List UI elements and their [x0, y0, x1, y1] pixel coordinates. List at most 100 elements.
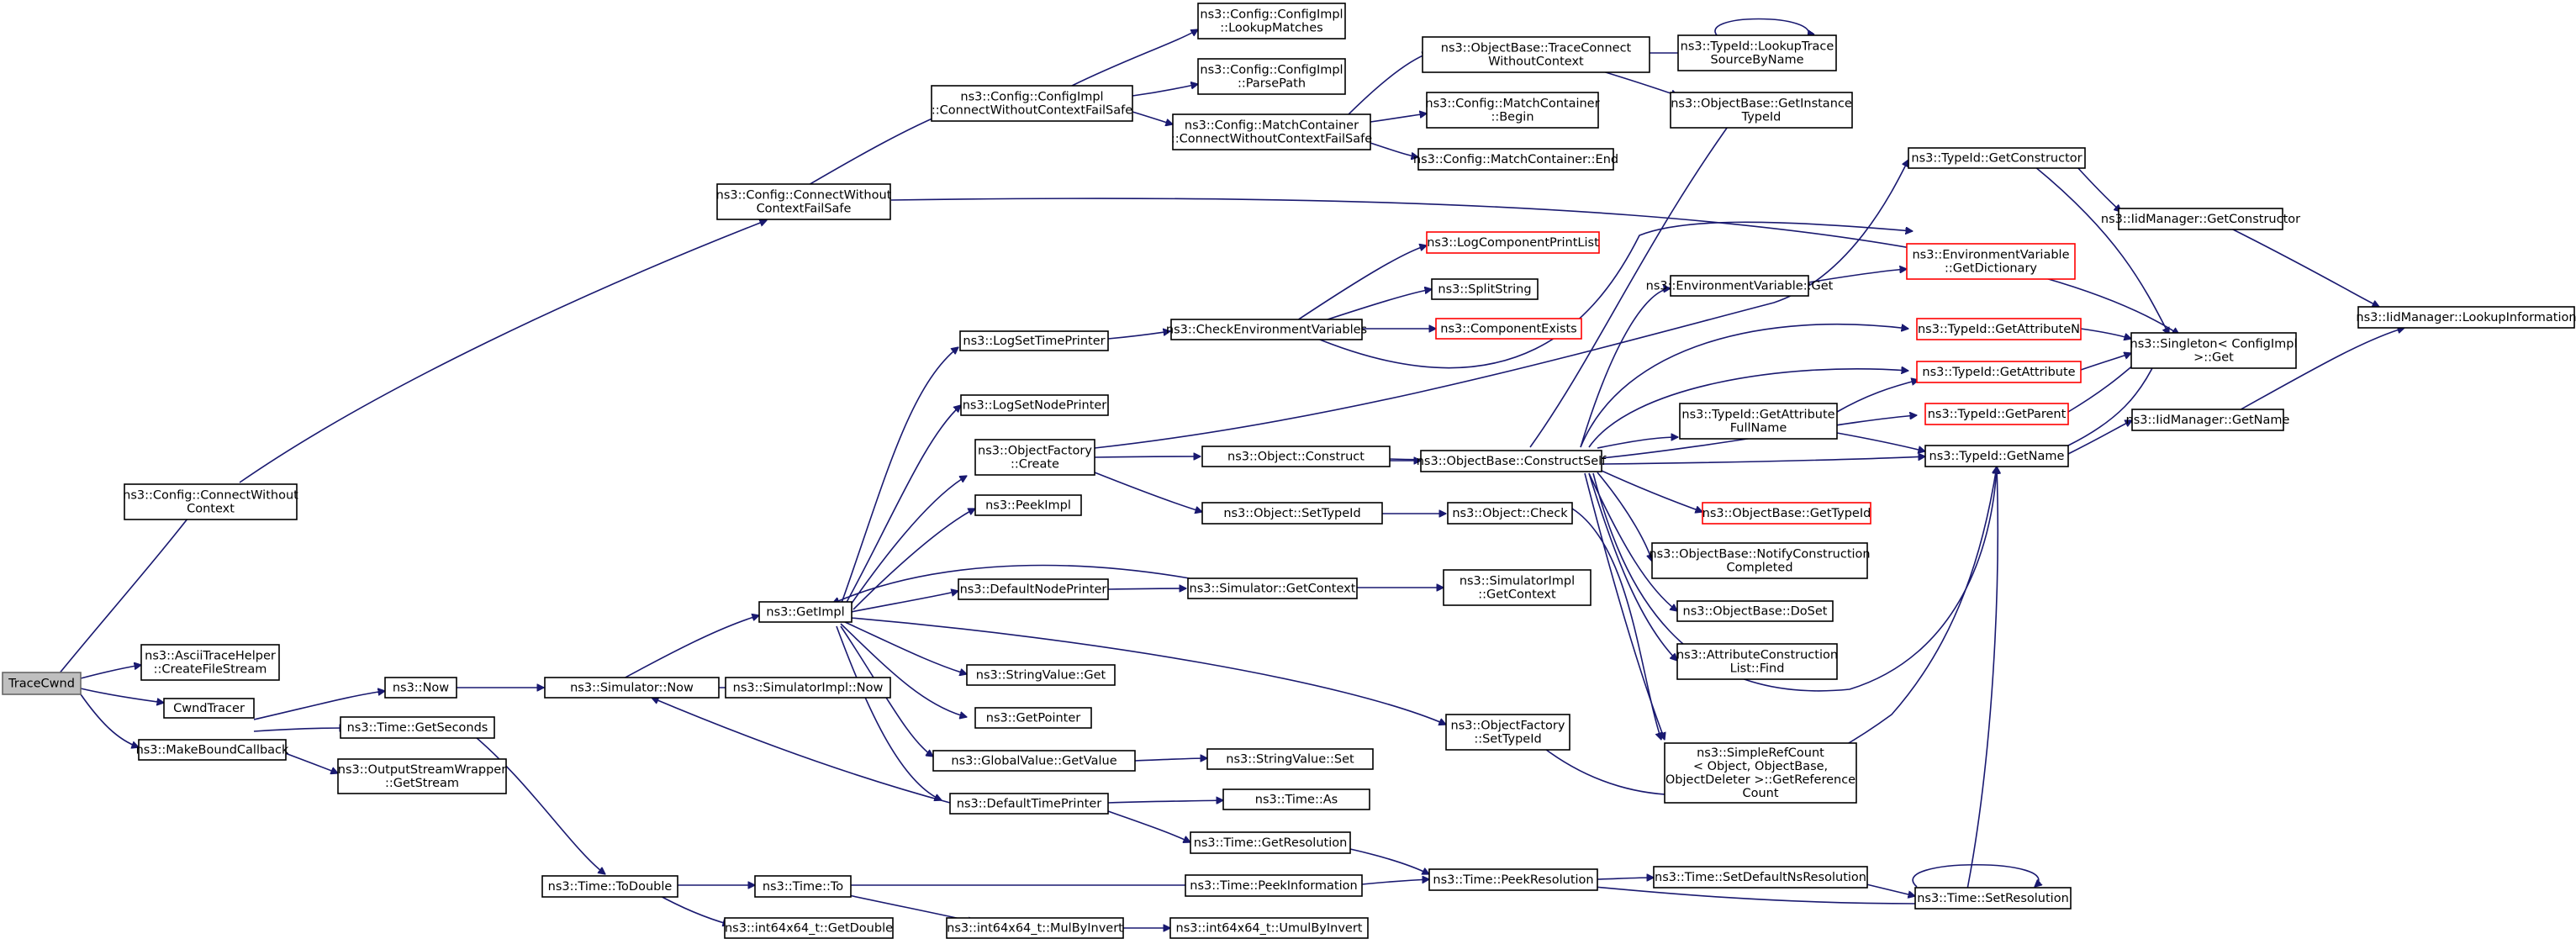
edge: [1597, 437, 1678, 449]
edge: [80, 688, 164, 703]
node-simpleRefCountGetRef[interactable]: ns3::SimpleRefCount< Object, ObjectBase,…: [1664, 742, 1857, 804]
node-label: ns3::DefaultTimePrinter: [957, 798, 1101, 811]
node-stringValueGet[interactable]: ns3::StringValue::Get: [966, 664, 1116, 686]
node-matchContainerBegin[interactable]: ns3::Config::MatchContainer::Begin: [1425, 92, 1600, 129]
node-timePeekInformation[interactable]: ns3::Time::PeekInformation: [1185, 874, 1363, 897]
edge: [890, 198, 2179, 335]
node-typeIdGetAttributeN[interactable]: ns3::TypeId::GetAttributeN: [1916, 318, 2082, 340]
node-objectConstruct[interactable]: ns3::Object::Construct: [1201, 446, 1391, 467]
node-timeToDouble[interactable]: ns3::Time::ToDouble: [541, 875, 678, 898]
node-simulatorImplNow[interactable]: ns3::SimulatorImpl::Now: [725, 677, 891, 699]
node-timeGetSeconds[interactable]: ns3::Time::GetSeconds: [340, 716, 495, 739]
node-cwndTracer[interactable]: CwndTracer: [163, 698, 255, 719]
node-timeAs[interactable]: ns3::Time::As: [1222, 788, 1370, 810]
node-typeIdGetConstructor[interactable]: ns3::TypeId::GetConstructor: [1908, 147, 2086, 169]
node-label: ns3::ObjectBase::GetInstance: [1671, 98, 1852, 111]
node-objectFactoryCreate[interactable]: ns3::ObjectFactory::Create: [974, 439, 1095, 476]
node-logSetNodePrinter[interactable]: ns3::LogSetNodePrinter: [960, 394, 1109, 416]
node-objectCheck[interactable]: ns3::Object::Check: [1447, 502, 1573, 525]
edge: [2067, 360, 2156, 446]
node-simulatorNow[interactable]: ns3::Simulator::Now: [544, 677, 720, 699]
node-box: [1924, 445, 2069, 467]
node-tracecwnd[interactable]: TraceCwnd: [2, 672, 82, 695]
node-label: ns3::Time::PeekInformation: [1190, 879, 1357, 893]
node-int64MulByInvert[interactable]: ns3::int64x64_t::MulByInvert: [946, 917, 1124, 939]
node-connectWithoutContext[interactable]: ns3::Config::ConnectWithoutContext: [123, 483, 298, 520]
node-timePeekResolution[interactable]: ns3::Time::PeekResolution: [1428, 868, 1598, 891]
node-lookupMatches[interactable]: ns3::Config::ConfigImpl::LookupMatches: [1197, 3, 1346, 40]
node-typeIdGetName[interactable]: ns3::TypeId::GetName: [1924, 445, 2069, 467]
node-outputStreamGetStream[interactable]: ns3::OutputStreamWrapper::GetStream: [337, 758, 507, 794]
node-label: ns3::Config::ConnectWithout: [123, 489, 298, 503]
node-componentExists[interactable]: ns3::ComponentExists: [1435, 318, 1582, 340]
node-objectBaseGetTypeId[interactable]: ns3::ObjectBase::GetTypeId: [1702, 502, 1871, 525]
node-iidManagerGetName[interactable]: ns3::IidManager::GetName: [2126, 409, 2290, 431]
node-box: [974, 439, 1095, 476]
node-envVarGet[interactable]: ns3::EnvironmentVariable::Get: [1646, 275, 1834, 297]
node-matchContainerConnect[interactable]: ns3::Config::MatchContainer::ConnectWith…: [1171, 113, 1372, 150]
node-box: [337, 758, 507, 794]
node-stringValueSet[interactable]: ns3::StringValue::Set: [1206, 748, 1374, 770]
node-label: ::LookupMatches: [1220, 22, 1322, 35]
node-logSetTimePrinter[interactable]: ns3::LogSetTimePrinter: [959, 330, 1109, 351]
node-int64UmulByInvert[interactable]: ns3::int64x64_t::UmulByInvert: [1169, 917, 1369, 939]
node-label: ns3::GetPointer: [986, 712, 1081, 725]
node-splitString[interactable]: ns3::SplitString: [1431, 278, 1539, 300]
node-matchContainerEnd[interactable]: ns3::Config::MatchContainer::End: [1413, 148, 1618, 171]
node-box: [931, 85, 1133, 122]
node-globalValueGetValue[interactable]: ns3::GlobalValue::GetValue: [932, 750, 1136, 772]
node-checkEnvVars[interactable]: ns3::CheckEnvironmentVariables: [1166, 319, 1367, 340]
node-singletonGet[interactable]: ns3::Singleton< ConfigImpl >::Get: [2130, 332, 2298, 369]
node-parsePath[interactable]: ns3::Config::ConfigImpl::ParsePath: [1197, 58, 1346, 95]
edge: [1132, 84, 1198, 97]
node-objectBaseConstructSelf[interactable]: ns3::ObjectBase::ConstructSelf: [1417, 450, 1607, 472]
node-logComponentPrintList[interactable]: ns3::LogComponentPrintList: [1426, 231, 1600, 254]
node-objectBaseNotifyConstruction[interactable]: ns3::ObjectBase::NotifyConstructionCompl…: [1649, 542, 1871, 579]
node-box: [958, 578, 1109, 600]
node-getPointer[interactable]: ns3::GetPointer: [974, 707, 1092, 729]
edge: [1580, 288, 1671, 448]
node-objectBaseDoSet[interactable]: ns3::ObjectBase::DoSet: [1676, 600, 1834, 622]
node-box: [1187, 577, 1358, 599]
node-typeIdGetAttribute[interactable]: ns3::TypeId::GetAttribute: [1916, 361, 2082, 383]
node-objectBaseTraceConnect[interactable]: ns3::ObjectBase::TraceConnectWithoutCont…: [1422, 36, 1650, 73]
node-defaultTimePrinter[interactable]: ns3::DefaultTimePrinter: [949, 793, 1109, 815]
node-box: [1916, 318, 2082, 340]
node-connectWithoutContextFailSafe[interactable]: ns3::Config::ConnectWithoutContextFailSa…: [716, 183, 892, 220]
node-timeTo[interactable]: ns3::Time::To: [754, 875, 852, 898]
node-defaultNodePrinter[interactable]: ns3::DefaultNodePrinter: [958, 578, 1109, 600]
node-timeSetDefaultNsResolution[interactable]: ns3::Time::SetDefaultNsResolution: [1653, 866, 1868, 889]
node-box: [974, 494, 1082, 516]
node-simulatorGetContext[interactable]: ns3::Simulator::GetContext: [1187, 577, 1358, 599]
node-iidManagerGetConstructor[interactable]: ns3::IidManager::GetConstructor: [2101, 208, 2300, 230]
node-simulatorImplGetContext[interactable]: ns3::SimulatorImpl::GetContext: [1443, 569, 1592, 606]
node-int64GetDouble[interactable]: ns3::int64x64_t::GetDouble: [724, 917, 894, 939]
node-timeGetResolution[interactable]: ns3::Time::GetResolution: [1190, 831, 1351, 854]
node-getImpl[interactable]: ns3::GetImpl: [758, 601, 853, 623]
node-peekImpl[interactable]: ns3::PeekImpl: [974, 494, 1082, 516]
node-configImplConnectFailSafe[interactable]: ns3::Config::ConfigImpl::ConnectWithoutC…: [931, 85, 1133, 122]
node-timeSetResolution[interactable]: ns3::Time::SetResolution: [1914, 887, 2072, 910]
node-label: ns3::ObjectBase::TraceConnect: [1441, 42, 1632, 55]
node-box: [2, 672, 82, 695]
node-asciiCreateFileStream[interactable]: ns3::AsciiTraceHelper::CreateFileStream: [140, 644, 280, 681]
node-box: [1916, 361, 2082, 383]
node-iidManagerLookupInformation[interactable]: ns3::IidManager::LookupInformation: [2356, 306, 2576, 329]
edge: [1576, 885, 1918, 904]
node-label: List::Find: [1730, 662, 1785, 676]
node-envVarGetDictionary[interactable]: ns3::EnvironmentVariable::GetDictionary: [1906, 243, 2076, 280]
node-makeBoundCallback[interactable]: ns3::MakeBoundCallback: [136, 739, 289, 761]
node-label: SourceByName: [1710, 54, 1803, 67]
edge: [253, 691, 385, 720]
node-typeIdGetParent[interactable]: ns3::TypeId::GetParent: [1924, 403, 2069, 425]
edge: [621, 615, 759, 680]
node-objectSetTypeId[interactable]: ns3::Object::SetTypeId: [1201, 502, 1383, 525]
node-now[interactable]: ns3::Now: [384, 677, 457, 699]
node-label: ns3::Time::GetSeconds: [347, 721, 488, 735]
node-objectFactorySetTypeId[interactable]: ns3::ObjectFactory::SetTypeId: [1445, 714, 1570, 751]
